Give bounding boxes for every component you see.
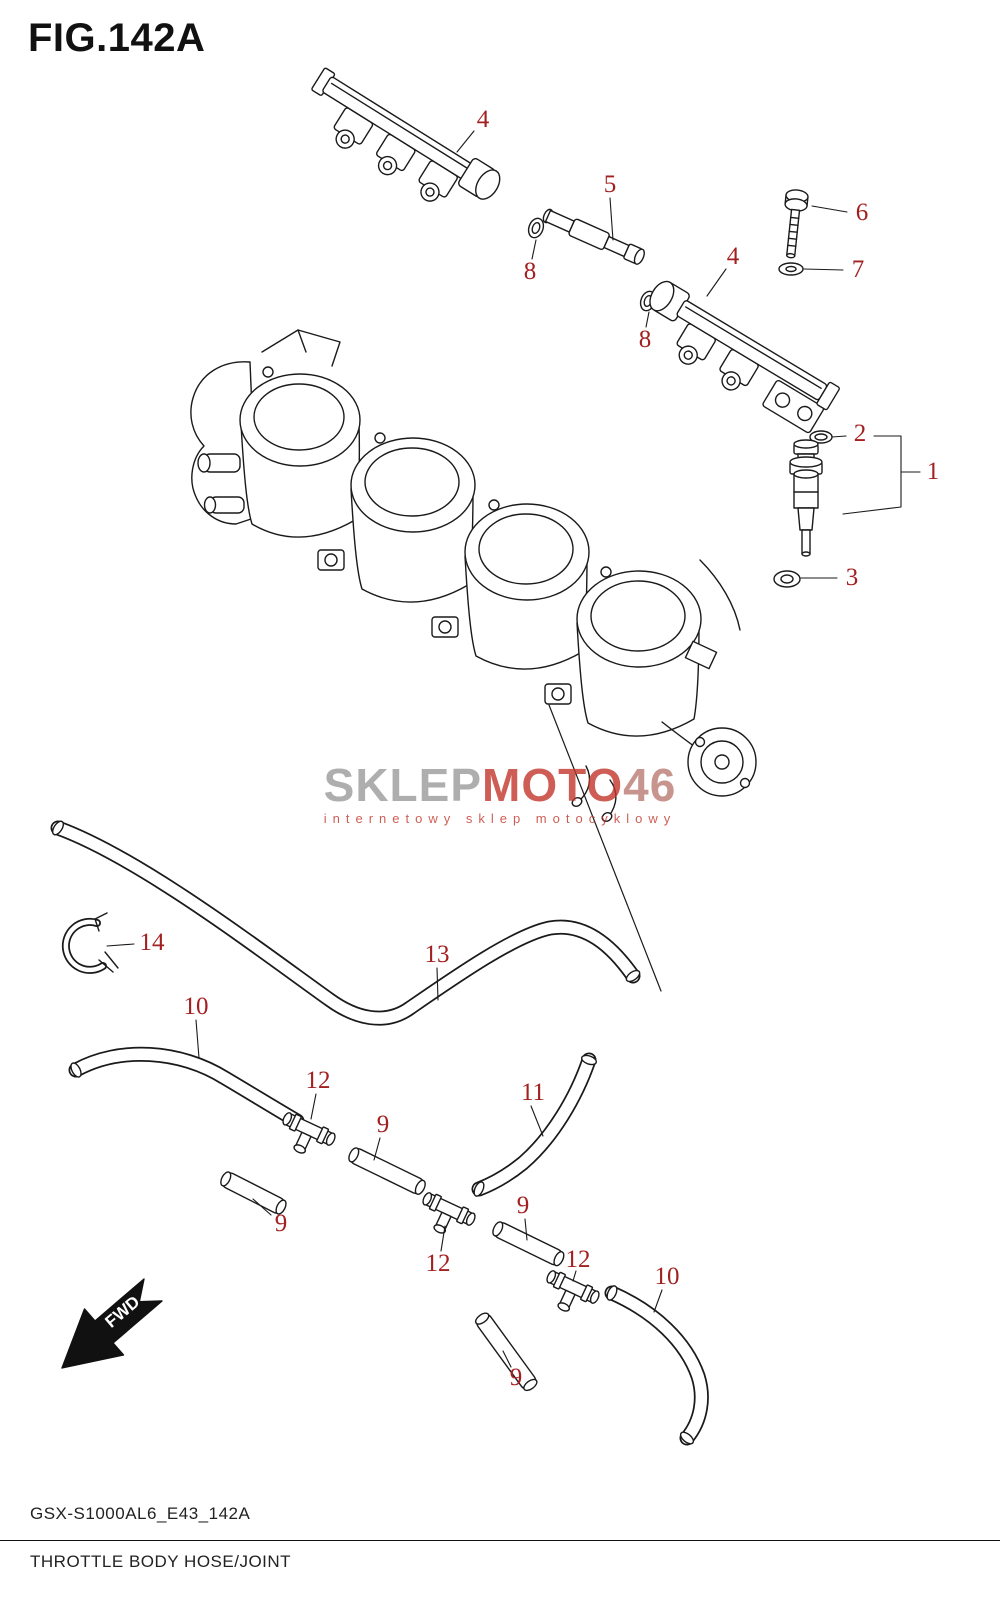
- rail-joint-pipe: [542, 208, 645, 265]
- throttle-body: [190, 329, 757, 822]
- washer-bolt: [778, 262, 804, 276]
- injector-o-ring: [809, 430, 833, 444]
- footer-divider: [0, 1540, 1000, 1541]
- callout-bracket: [842, 435, 902, 515]
- fwd-arrow: FWD: [61, 1278, 163, 1369]
- injector-cushion: [773, 570, 801, 588]
- t-joint-3: [536, 1267, 603, 1323]
- fuel-rail-rear: [649, 280, 840, 434]
- watermark-brand-suffix: 46: [623, 759, 677, 811]
- watermark: SKLEPMOTO46 internetowy sklep motocyklow…: [324, 762, 677, 826]
- hose-10-left: [68, 1046, 305, 1129]
- hose-9-b: [348, 1147, 426, 1195]
- leader-lines: [106, 130, 921, 1368]
- fuel-injector: [789, 439, 823, 557]
- watermark-brand-red: MOTO: [482, 759, 624, 811]
- o-ring-front: [527, 217, 545, 239]
- watermark-brand-gray: SKLEP: [323, 759, 483, 811]
- fuel-rail-front: [311, 67, 501, 202]
- hose-11: [471, 1052, 598, 1197]
- bolt: [784, 189, 809, 259]
- hose-9-a: [220, 1171, 287, 1215]
- hose-10-right: [604, 1285, 709, 1446]
- watermark-subtitle: internetowy sklep motocyklowy: [323, 811, 677, 826]
- model-code: GSX-S1000AL6_E43_142A: [30, 1504, 251, 1523]
- figure-title: FIG.142A: [28, 16, 206, 60]
- hose-9-c: [492, 1221, 565, 1267]
- throttle-sensor: [661, 721, 757, 797]
- hose-13: [50, 820, 641, 1026]
- t-joint-2: [412, 1189, 479, 1245]
- hose-pointer-line: [548, 704, 662, 992]
- figure-caption: THROTTLE BODY HOSE/JOINT: [30, 1552, 292, 1571]
- clamp: [61, 912, 119, 974]
- hose-9-d: [474, 1312, 538, 1392]
